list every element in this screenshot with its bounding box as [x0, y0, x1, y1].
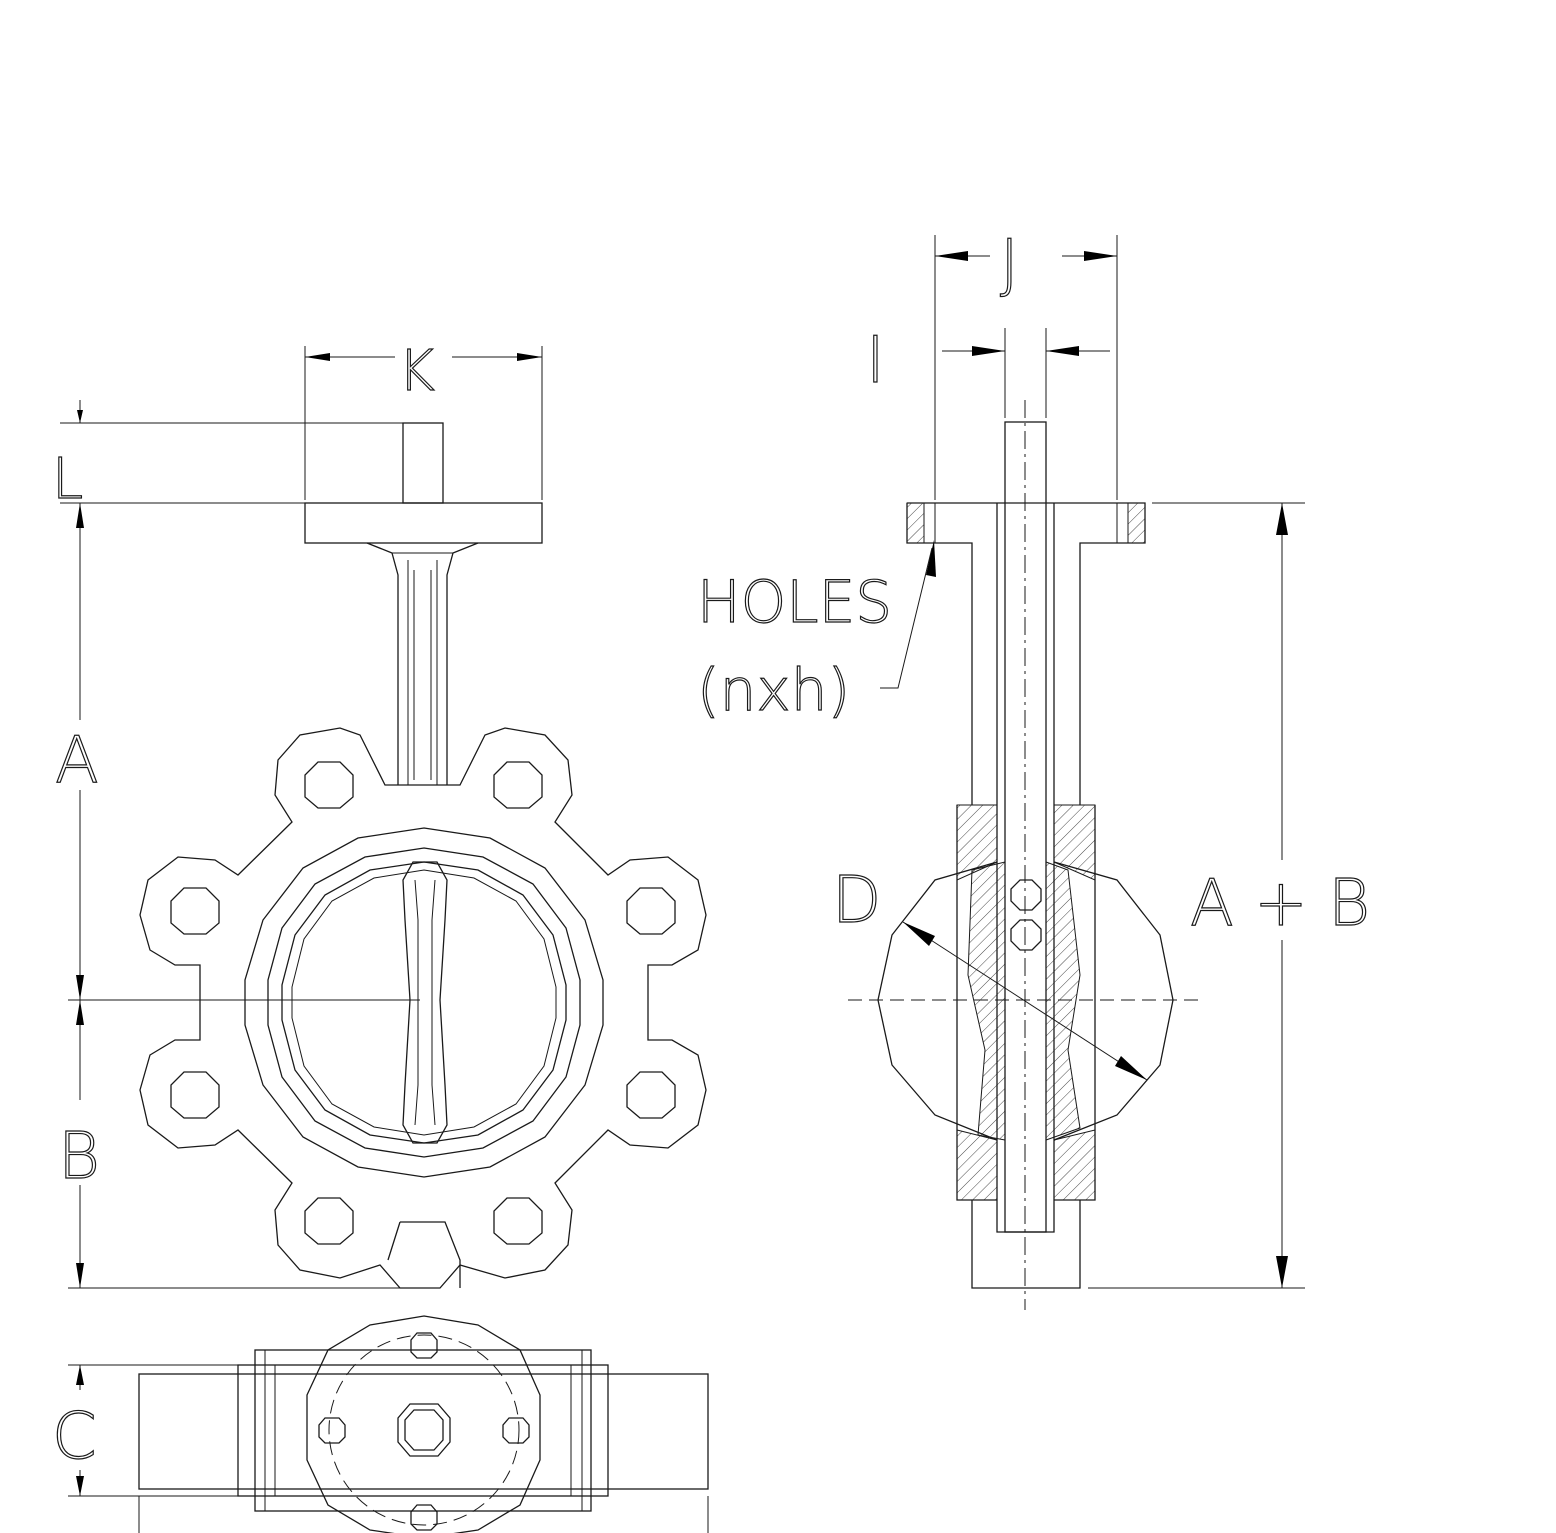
- lug-bolt-holes: [170, 761, 676, 1245]
- label-holes: HOLES: [697, 568, 892, 636]
- bottom-view: [68, 1315, 709, 1533]
- front-view: [68, 422, 707, 1289]
- label-b: B: [58, 1120, 100, 1194]
- body-ring-mid: [267, 847, 581, 1158]
- body-ring-outer: [244, 827, 604, 1178]
- label-d: D: [832, 864, 881, 938]
- label-l: L: [52, 447, 83, 512]
- top-flange-plate: [304, 502, 543, 544]
- lug-body-outline: [139, 727, 707, 1289]
- side-dimensions: [880, 235, 1288, 1288]
- front-dimensions: [60, 346, 543, 1288]
- bottom-trunnion: [387, 1221, 461, 1288]
- label-nxh: (nxh): [697, 656, 850, 724]
- label-c: C: [52, 1400, 97, 1474]
- valve-neck: [366, 542, 479, 785]
- label-i: I: [866, 324, 885, 398]
- valve-disc: [402, 861, 448, 1144]
- side-view: [848, 400, 1305, 1310]
- label-k: K: [398, 339, 435, 404]
- stem-stub: [402, 422, 444, 504]
- label-a-plus-b: A + B: [1190, 867, 1370, 941]
- label-j: J: [1000, 227, 1019, 301]
- label-a: A: [55, 724, 99, 798]
- bottom-flange-disc: [306, 1315, 541, 1533]
- seat-ring: [281, 861, 567, 1144]
